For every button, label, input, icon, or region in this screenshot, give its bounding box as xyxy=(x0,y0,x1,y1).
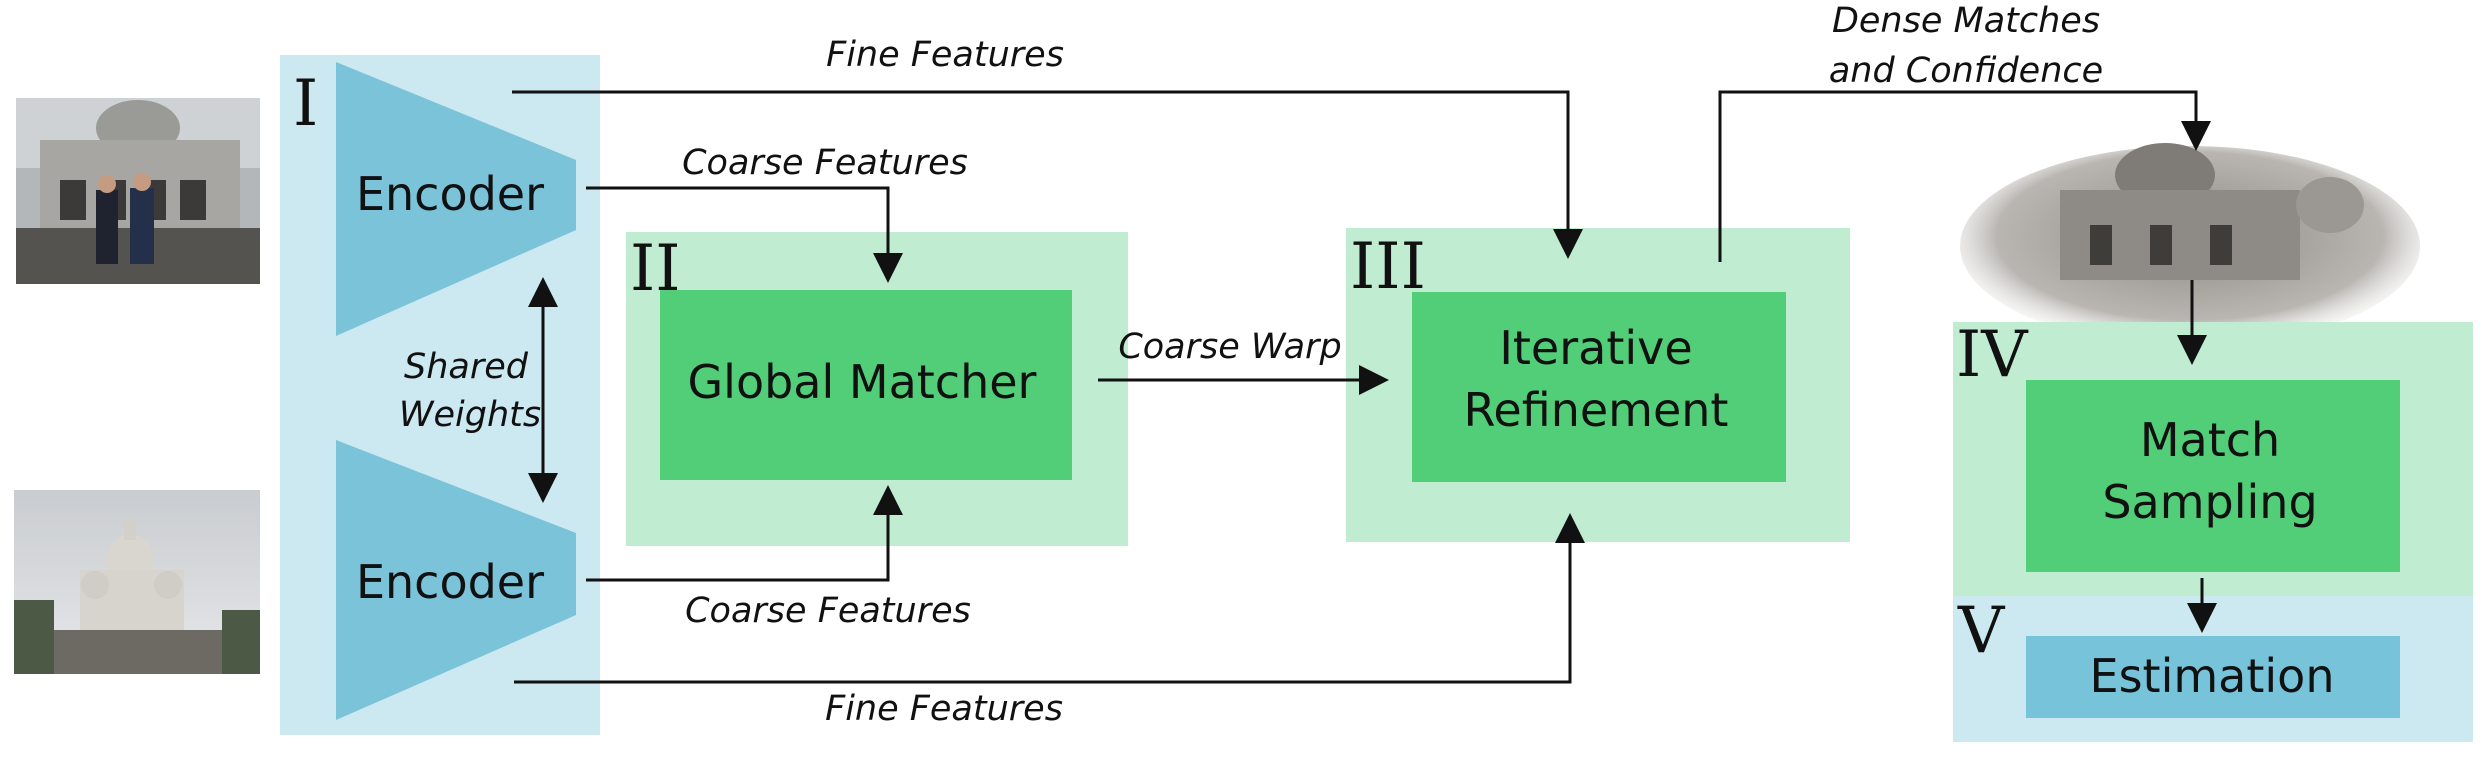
refinement-label-1: Iterative xyxy=(1499,321,1692,375)
encoder-top-label: Encoder xyxy=(356,167,544,221)
dense-matches-label-2: and Confidence xyxy=(1829,51,2103,91)
stage-1-numeral: I xyxy=(293,67,318,141)
encoder-bottom-label: Encoder xyxy=(356,555,544,609)
sampling-label-1: Match xyxy=(2140,413,2280,467)
fine-features-top-arrow xyxy=(512,90,1583,259)
estimation-block xyxy=(2026,636,2400,718)
encoder-top-shape xyxy=(336,62,576,336)
coarse-features-bottom-label: Coarse Features xyxy=(685,591,971,631)
coarse-features-top-label: Coarse Features xyxy=(682,143,968,183)
encoder-bottom-shape xyxy=(336,440,576,720)
shared-weights-label-2: Weights xyxy=(399,395,541,435)
stage-4-numeral: IV xyxy=(1956,318,2029,392)
dense-matches-label-1: Dense Matches xyxy=(1832,1,2100,41)
input-image-2 xyxy=(14,490,260,674)
coarse-features-top-arrow xyxy=(586,186,903,283)
stage-3-numeral: III xyxy=(1350,230,1426,304)
refinement-label-2: Refinement xyxy=(1464,383,1729,437)
coarse-features-bottom-arrow xyxy=(586,485,903,582)
input-image-1 xyxy=(16,98,260,284)
global-matcher-label: Global Matcher xyxy=(688,355,1037,409)
estimation-label: Estimation xyxy=(2090,649,2335,703)
iterative-refinement-block xyxy=(1412,292,1786,482)
dense-matches-image xyxy=(1960,143,2420,346)
fine-features-bottom-label: Fine Features xyxy=(825,689,1063,729)
fine-features-top-label: Fine Features xyxy=(826,35,1064,75)
sampling-label-2: Sampling xyxy=(2102,475,2317,529)
dense-matches-arrow xyxy=(1718,90,2211,262)
coarse-warp-label: Coarse Warp xyxy=(1118,327,1341,367)
fine-features-bottom-arrow xyxy=(514,513,1585,684)
stage-5-numeral: V xyxy=(1957,594,2006,668)
global-matcher-block xyxy=(660,290,1072,480)
shared-weights-label-1: Shared xyxy=(404,347,529,387)
match-sampling-block xyxy=(2026,380,2400,572)
